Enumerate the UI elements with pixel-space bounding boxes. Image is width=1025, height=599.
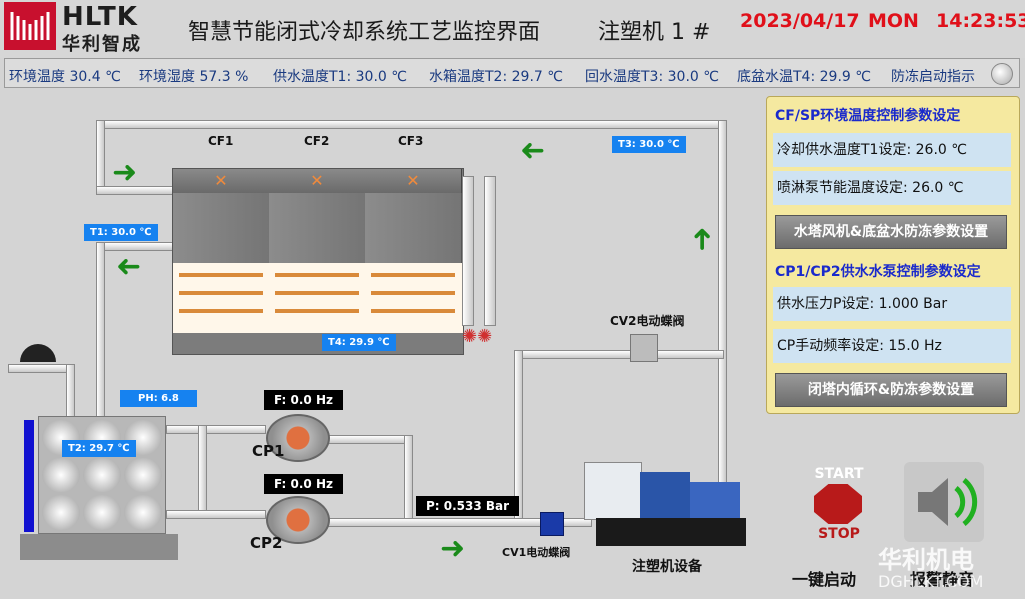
status-bar: 环境温度 30.4 ℃ 环境湿度 57.3 % 供水温度T1: 30.0 ℃ 水… <box>4 58 1020 88</box>
basin-temp-readout: 底盆水温T4: 29.9 ℃ <box>737 69 871 85</box>
spray-pipe <box>484 176 496 326</box>
tower-fill-media <box>173 263 463 333</box>
cp2-label: CP2 <box>250 534 283 552</box>
parameter-panel: CF/SP环境温度控制参数设定 冷却供水温度T1设定: 26.0 ℃ 喷淋泵节能… <box>766 96 1020 414</box>
right-riser-pipe <box>718 120 727 490</box>
cv1-label: CV1电动蝶阀 <box>502 546 571 559</box>
flow-arrow-left-top-icon: ➜ <box>520 133 546 168</box>
machine-id: 注塑机 1 # <box>598 20 711 45</box>
speaker-icon <box>918 478 978 526</box>
water-tank <box>38 416 166 534</box>
alarm-mute-label: 报警静音 <box>910 570 975 589</box>
cp2-suction-pipe <box>166 510 266 519</box>
return-temp-readout: 回水温度T3: 30.0 ℃ <box>585 69 719 85</box>
fan-cf2-label: CF2 <box>304 134 330 148</box>
t2-readout: T2: 29.7 ℃ <box>62 440 136 457</box>
supply-pressure-setpoint[interactable]: 供水压力P设定: 1.000 Bar <box>773 287 1011 321</box>
flow-arrow-up-icon: ➜ <box>684 226 720 252</box>
cp1-pump-icon[interactable] <box>266 414 330 462</box>
fan-cell-cf3: ✕ <box>365 169 462 193</box>
date-display: 2023/04/17 <box>740 10 860 32</box>
weekday-display: MON <box>868 10 919 32</box>
antifreeze-label: 防冻启动指示 <box>891 69 975 85</box>
tank-temp-readout: 水箱温度T2: 29.7 ℃ <box>429 69 563 85</box>
panel-heading-pumps: CP1/CP2供水水泵控制参数设定 <box>775 264 981 280</box>
watermark-url: DGHLKT.COM <box>878 572 984 591</box>
company-logo-icon <box>4 2 56 50</box>
fan-icon: ✕ <box>406 171 420 190</box>
flow-arrow-right-icon: ➜ <box>112 155 138 190</box>
left-down-pipe <box>96 242 105 422</box>
stop-text: STOP <box>818 526 860 542</box>
fan-icon: ✕ <box>310 171 324 190</box>
cp2-pump-icon[interactable] <box>266 496 330 544</box>
inner-loop-antifreeze-settings-button[interactable]: 闭塔内循环&防冻参数设置 <box>775 373 1007 407</box>
env-humidity-readout: 环境湿度 57.3 % <box>139 69 249 85</box>
discharge-header-pipe <box>404 435 413 525</box>
supply-temp-readout: 供水温度T1: 30.0 ℃ <box>273 69 407 85</box>
cv2-label: CV2电动蝶阀 <box>610 314 685 328</box>
cv2-down-pipe <box>514 350 523 520</box>
vent-cap-icon <box>20 344 56 362</box>
cp1-label: CP1 <box>252 442 285 460</box>
fan-cf1-label: CF1 <box>208 134 234 148</box>
env-temp-readout: 环境温度 30.4 ℃ <box>9 69 121 85</box>
fan-icon: ✕ <box>214 171 228 190</box>
logo-subtitle: 华利智成 <box>62 34 142 55</box>
supply-pressure-readout: P: 0.533 Bar <box>416 496 520 516</box>
time-display: 14:23:53 <box>936 10 1025 32</box>
cp-manual-frequency-setpoint[interactable]: CP手动频率设定: 15.0 Hz <box>773 329 1011 363</box>
cp1-discharge-pipe <box>322 435 412 444</box>
antifreeze-indicator-light <box>991 63 1013 85</box>
t4-readout: T4: 29.9 ℃ <box>322 334 396 351</box>
cooling-tower: ✕ ✕ ✕ <box>172 168 464 355</box>
start-text: START <box>814 466 864 482</box>
start-stop-button[interactable]: START STOP <box>800 462 876 546</box>
page-title: 智慧节能闭式冷却系统工艺监控界面 <box>188 20 541 45</box>
tank-inlet-riser <box>66 364 75 420</box>
cv2-pipe <box>514 350 724 359</box>
ph-readout: PH: 6.8 <box>120 390 197 407</box>
flow-arrow-left-icon: ➜ <box>116 249 142 284</box>
flow-arrow-supply-icon: ➜ <box>440 531 466 566</box>
spray-pump-temp-setpoint[interactable]: 喷淋泵节能温度设定: 26.0 ℃ <box>773 171 1011 205</box>
fan-cell-cf1: ✕ <box>173 169 270 193</box>
tank-inlet-pipe <box>8 364 74 373</box>
suction-header-pipe <box>198 425 207 515</box>
watermark-text: 华利机电 <box>878 546 974 574</box>
top-pipe <box>96 120 726 129</box>
left-top-pipe <box>96 120 105 194</box>
one-key-start-label: 一键启动 <box>792 570 857 589</box>
spray-pump-icon: ✺✺ <box>462 326 493 347</box>
stop-sign-icon <box>814 484 862 524</box>
injection-machine-label: 注塑机设备 <box>632 559 702 575</box>
t3-readout: T3: 30.0 ℃ <box>612 136 686 153</box>
fan-cell-cf2: ✕ <box>269 169 366 193</box>
logo-text: HLTK <box>62 2 138 32</box>
tank-base <box>20 534 178 560</box>
fan-cf3-label: CF3 <box>398 134 424 148</box>
injection-machine-icon <box>584 462 746 548</box>
level-gauge-icon <box>24 420 34 532</box>
tower-antifreeze-settings-button[interactable]: 水塔风机&底盆水防冻参数设置 <box>775 215 1007 249</box>
tower-panel <box>365 193 462 263</box>
t1-readout: T1: 30.0 ℃ <box>84 224 158 241</box>
tower-panel <box>269 193 366 263</box>
spray-pipe <box>462 176 474 326</box>
cp1-frequency-readout: F: 0.0 Hz <box>264 390 343 410</box>
cp2-frequency-readout: F: 0.0 Hz <box>264 474 343 494</box>
cp1-suction-pipe <box>166 425 266 434</box>
header-bar <box>0 0 1025 58</box>
cv2-valve-icon[interactable] <box>630 334 658 362</box>
cv1-valve-icon[interactable] <box>540 512 564 536</box>
alarm-mute-button[interactable] <box>904 462 984 542</box>
supply-temp-setpoint[interactable]: 冷却供水温度T1设定: 26.0 ℃ <box>773 133 1011 167</box>
panel-heading-tower: CF/SP环境温度控制参数设定 <box>775 108 961 124</box>
tower-panel <box>173 193 270 263</box>
